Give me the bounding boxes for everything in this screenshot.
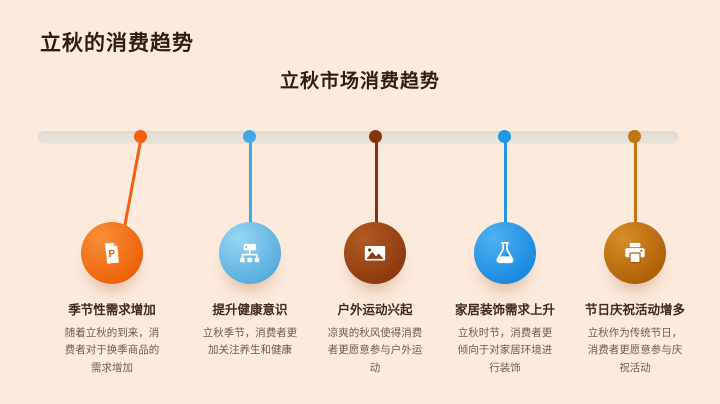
timeline-dot — [369, 130, 382, 143]
page-title: 立秋的消费趋势 — [40, 32, 194, 55]
trend-circle — [219, 222, 281, 284]
trend-circle — [474, 222, 536, 284]
timeline-connector — [249, 141, 252, 227]
trend-title: 家居装饰需求上升 — [454, 303, 555, 317]
timeline-dot — [243, 130, 256, 143]
trend-description: 立秋季节，消费者更加关注养生和健康 — [202, 327, 298, 357]
timeline-dot — [134, 130, 147, 143]
ppt-file-icon: P — [105, 242, 119, 264]
trend-description: 随着立秋的到来，消费者对于换季商品的需求增加 — [64, 327, 160, 374]
timeline-dot — [498, 130, 511, 143]
svg-text:P: P — [108, 249, 116, 261]
image-icon — [364, 246, 386, 261]
trend-description: 凉爽的秋风使得消费者更愿意参与户外运动 — [327, 327, 423, 374]
trend-circle: P — [81, 222, 143, 284]
timeline-connector — [123, 140, 142, 226]
trend-title: 季节性需求增加 — [68, 303, 156, 317]
printer-icon — [625, 242, 645, 264]
trend-title: 节日庆祝活动增多 — [584, 303, 685, 317]
trend-item-health-awareness: 提升健康意识 立秋季节，消费者更加关注养生和健康 — [185, 222, 315, 360]
trend-item-seasonal-demand: P 季节性需求增加 随着立秋的到来，消费者对于换季商品的需求增加 — [47, 222, 177, 377]
trend-item-home-decor: 家居装饰需求上升 立秋时节，消费者更倾向于对家居环境进行装饰 — [440, 222, 570, 377]
timeline-bar — [38, 131, 678, 143]
trend-circle — [344, 222, 406, 284]
trend-item-outdoor-sports: 户外运动兴起 凉爽的秋风使得消费者更愿意参与户外运动 — [310, 222, 440, 377]
trend-description: 立秋时节，消费者更倾向于对家居环境进行装饰 — [457, 327, 553, 374]
section-title: 立秋市场消费趋势 — [279, 71, 440, 92]
timeline-connector — [504, 141, 507, 227]
timeline-connector — [634, 141, 637, 227]
trend-circle — [604, 222, 666, 284]
trend-item-festival-celebration: 节日庆祝活动增多 立秋作为传统节日，消费者更愿意参与庆祝活动 — [570, 222, 700, 377]
timeline-connector — [375, 141, 378, 227]
trend-title: 提升健康意识 — [212, 303, 288, 317]
flask-icon — [496, 241, 514, 264]
timeline-dot — [628, 130, 641, 143]
trend-description: 立秋作为传统节日，消费者更愿意参与庆祝活动 — [587, 327, 683, 374]
trend-title: 户外运动兴起 — [337, 303, 413, 317]
sitemap-icon — [240, 243, 260, 263]
